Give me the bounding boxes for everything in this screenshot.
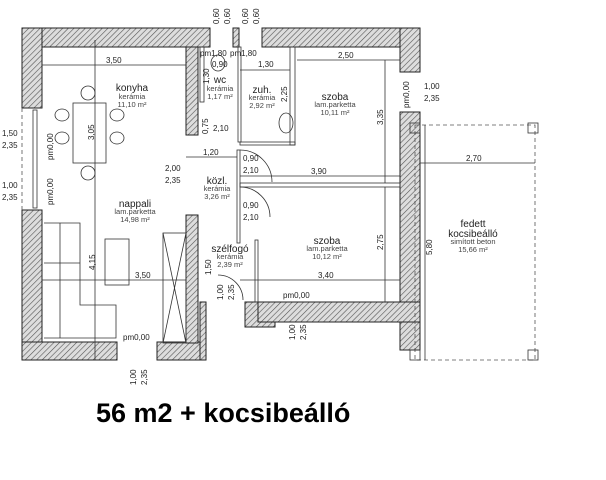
dimension-label: 2,70	[466, 154, 482, 163]
room-floor: lam.parketta	[114, 207, 156, 216]
room-konyha: konyha kerámia 11,10 m²	[116, 83, 149, 109]
interior-walls	[185, 46, 401, 344]
dimension-label: 0,60	[241, 8, 250, 24]
dimension-label: 2,35	[165, 176, 181, 185]
room-floor: kerámia	[119, 92, 147, 101]
outer-walls	[21, 27, 421, 361]
dimension-labels: 0,60 0,60 0,60 0,60 3,50 3,05 pm1,80 pm1…	[2, 8, 482, 385]
carport	[409, 122, 539, 361]
dimension-label: 3,50	[106, 56, 122, 65]
room-name: szélfogó	[211, 244, 249, 255]
room-area: 2,92 m²	[249, 101, 275, 110]
doors	[217, 149, 273, 301]
dimension-label: 1,00	[288, 324, 297, 340]
dimension-label: 2,10	[213, 124, 229, 133]
room-floor: simított beton	[450, 237, 495, 246]
room-name: konyha	[116, 83, 149, 94]
room-wc: wc kerámia 1,17 m²	[207, 75, 235, 101]
dimension-label: pm1,80	[200, 49, 227, 58]
dimension-label: pm0,00	[46, 133, 55, 160]
dimension-label: 3,50	[135, 271, 151, 280]
dimension-label: 2,35	[299, 324, 308, 340]
room-name: fedett	[460, 219, 485, 230]
dimension-label: 4,15	[88, 254, 97, 270]
dimension-label: 1,50	[204, 259, 213, 275]
room-nappali: nappali lam.parketta 14,98 m²	[114, 199, 156, 224]
room-floor: lam.parketta	[314, 100, 356, 109]
room-area: 3,26 m²	[204, 192, 230, 201]
dimension-label: 0,60	[223, 8, 232, 24]
room-area: 10,11 m²	[320, 108, 350, 117]
room-floor: kerámia	[207, 84, 235, 93]
room-name: kocsibeálló	[448, 229, 498, 240]
dimension-label: 2,35	[2, 141, 18, 150]
dimension-label: 0,90	[212, 60, 228, 69]
dimension-lines	[42, 40, 535, 360]
room-zuh: zuh. kerámia 2,92 m²	[249, 85, 277, 110]
room-floor: kerámia	[204, 184, 232, 193]
dimension-label: 2,10	[243, 213, 259, 222]
bathroom-fixtures	[210, 54, 294, 134]
dimension-label: pm0,00	[283, 291, 310, 300]
dimension-label: 2,10	[243, 166, 259, 175]
room-szoba-2: szoba lam.parketta 10,12 m²	[306, 236, 348, 261]
dimension-label: pm0,00	[123, 333, 150, 342]
room-area: 10,12 m²	[312, 252, 342, 261]
dimension-label: 0,90	[243, 154, 259, 163]
dimension-label: pm0,00	[402, 81, 411, 108]
caption: 56 m2 + kocsibeálló	[96, 398, 351, 428]
room-szelfogo: szélfogó kerámia 2,39 m²	[211, 244, 249, 269]
window-left	[21, 108, 38, 210]
dimension-label: 0,75	[201, 118, 210, 134]
dimension-label: 0,60	[212, 8, 221, 24]
dimension-label: 5,80	[425, 239, 434, 255]
room-name: wc	[213, 75, 226, 86]
room-name: szoba	[314, 236, 341, 247]
dimension-label: 2,50	[338, 51, 354, 60]
room-area: 11,10 m²	[117, 100, 147, 109]
dimension-label: 2,35	[2, 193, 18, 202]
dimension-label: pm0,00	[46, 178, 55, 205]
dimension-label: 0,60	[252, 8, 261, 24]
dimension-label: 2,00	[165, 164, 181, 173]
dimension-label: 2,35	[227, 284, 236, 300]
dimension-label: 1,50	[2, 129, 18, 138]
room-carport: fedett kocsibeálló simított beton 15,66 …	[448, 219, 498, 254]
dimension-label: pm1,80	[230, 49, 257, 58]
dimension-label: 1,00	[424, 82, 440, 91]
room-name: közl.	[207, 176, 228, 187]
dimension-label: 3,05	[87, 124, 96, 140]
dimension-label: 3,35	[376, 109, 385, 125]
room-name: nappali	[119, 199, 151, 210]
room-kozl: közl. kerámia 3,26 m²	[204, 176, 232, 201]
dimension-label: 3,40	[318, 271, 334, 280]
sofa	[44, 222, 187, 344]
room-floor: kerámia	[249, 93, 277, 102]
dimension-label: 3,90	[311, 167, 327, 176]
room-area: 1,17 m²	[207, 92, 233, 101]
dimension-label: 1,00	[129, 369, 138, 385]
dimension-label: 2,35	[140, 369, 149, 385]
room-floor: kerámia	[217, 252, 245, 261]
dimension-label: 0,90	[243, 201, 259, 210]
dimension-label: 1,00	[2, 181, 18, 190]
dimension-label: 1,30	[202, 68, 211, 84]
dimension-label: 1,20	[203, 148, 219, 157]
room-name: zuh.	[253, 85, 272, 96]
room-szoba-1: szoba lam.parketta 10,11 m²	[314, 92, 356, 117]
dimension-label: 2,75	[376, 234, 385, 250]
dimension-label: 2,25	[280, 86, 289, 102]
dimension-label: 2,35	[424, 94, 440, 103]
dimension-label: 1,30	[258, 60, 274, 69]
room-name: szoba	[322, 92, 349, 103]
dimension-label: 1,00	[216, 284, 225, 300]
room-floor: lam.parketta	[306, 244, 348, 253]
room-area: 2,39 m²	[217, 260, 243, 269]
room-area: 14,98 m²	[120, 215, 150, 224]
room-area: 15,66 m²	[458, 245, 488, 254]
